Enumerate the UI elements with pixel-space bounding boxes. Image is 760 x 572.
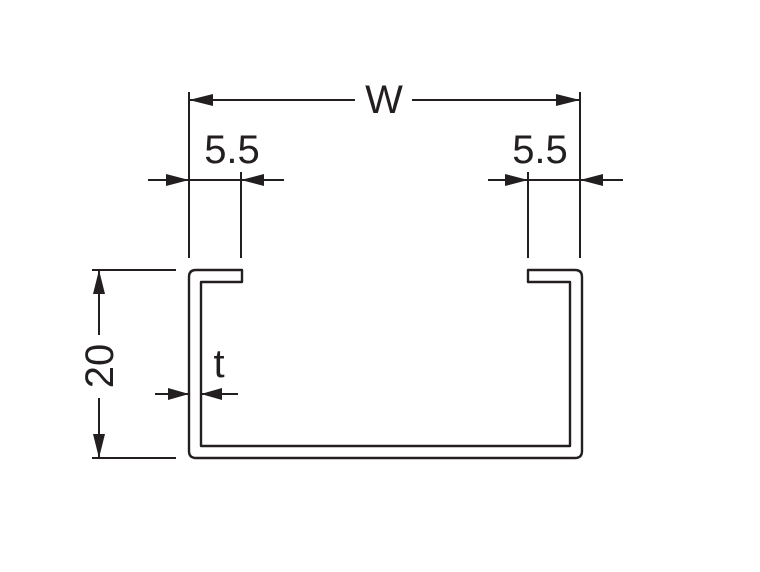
flange-right-arrow-b	[580, 174, 603, 186]
width-label: W	[365, 78, 403, 122]
width-arrow-left	[189, 94, 213, 106]
flange-right-arrow-a	[505, 174, 528, 186]
thickness-label: t	[213, 342, 224, 386]
height-arrow-bottom	[93, 434, 105, 458]
thickness-arrow-left	[168, 388, 189, 400]
width-dimension: W	[188, 78, 581, 258]
channel-outline	[187, 268, 584, 460]
height-dimension: 20	[78, 269, 176, 459]
flange-left-arrow-b	[241, 174, 264, 186]
height-arrow-top	[93, 270, 105, 294]
thickness-dimension: t	[155, 342, 238, 400]
flange-right-label: 5.5	[512, 128, 568, 172]
height-label: 20	[78, 344, 122, 389]
flange-left-dimension: 5.5	[148, 128, 284, 258]
flange-left-arrow-a	[166, 174, 189, 186]
channel-profile	[187, 268, 584, 460]
thickness-arrow-right	[201, 388, 222, 400]
flange-left-label: 5.5	[204, 128, 260, 172]
width-arrow-right	[556, 94, 580, 106]
flange-right-dimension: 5.5	[488, 128, 623, 258]
